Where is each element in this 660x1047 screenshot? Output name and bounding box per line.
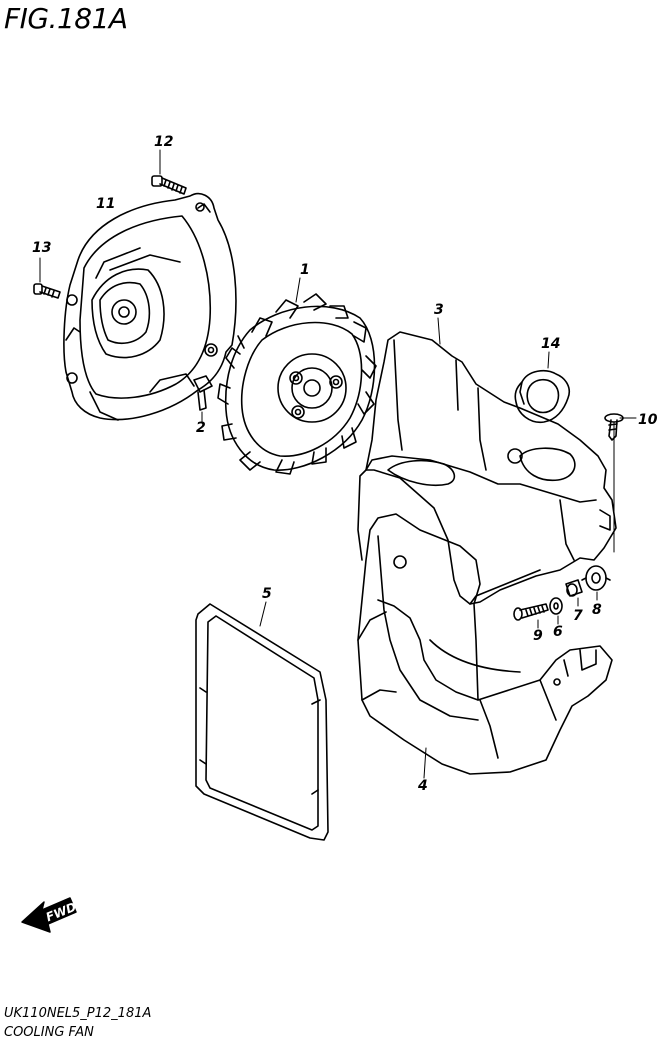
washer-6: [549, 597, 563, 615]
callout-1: 1: [300, 262, 310, 278]
callout-11: 11: [96, 196, 115, 212]
upper-air-shroud: [357, 331, 617, 605]
fan-cover-shroud: [63, 192, 237, 421]
figure-code: UK110NEL5_P12_181A: [4, 1006, 152, 1021]
callout-12: 12: [154, 134, 173, 150]
callout-13: 13: [32, 240, 51, 256]
lower-air-shroud: [357, 513, 613, 775]
cooling-fan: [217, 293, 377, 475]
callout-2: 2: [196, 420, 206, 436]
collar-7: [565, 579, 583, 597]
forward-arrow-icon: FWD: [21, 897, 78, 933]
bolt-2: [193, 375, 213, 411]
callout-7: 7: [573, 608, 583, 624]
callout-9: 9: [533, 628, 543, 644]
callout-5: 5: [262, 586, 272, 602]
figure-name: COOLING FAN: [4, 1025, 94, 1040]
callout-4: 4: [417, 778, 428, 794]
callout-6: 6: [553, 624, 563, 640]
callout-10: 10: [638, 412, 658, 428]
callout-8: 8: [592, 602, 602, 618]
grommet-8: [581, 565, 611, 591]
screw-9: [513, 603, 549, 621]
callout-3: 3: [434, 302, 444, 318]
bolt-12: [151, 175, 187, 195]
screw-13: [33, 283, 61, 299]
callout-14: 14: [541, 336, 560, 352]
figure-title: FIG.181A: [4, 2, 128, 35]
gasket-14: [514, 369, 571, 424]
seal-frame: [195, 603, 329, 841]
